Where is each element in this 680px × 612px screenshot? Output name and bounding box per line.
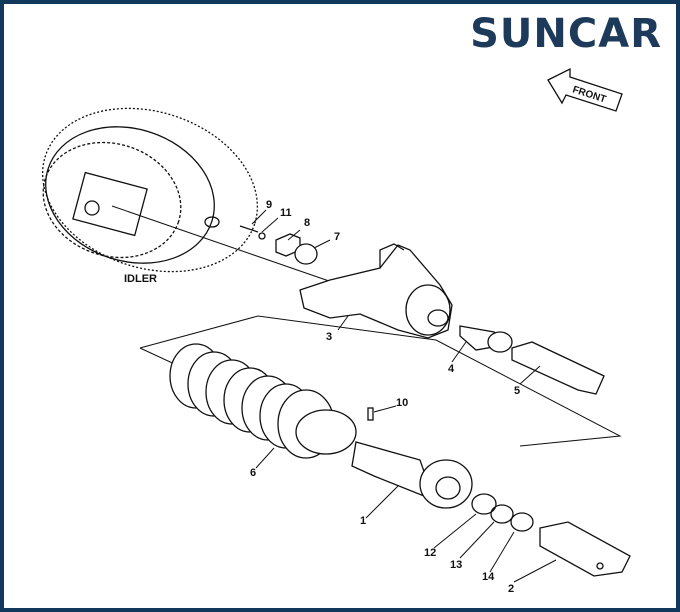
seal-13 — [490, 504, 514, 524]
suncar-logo: SUNCAR — [470, 11, 662, 57]
callout-8: 8 — [304, 217, 310, 229]
front-arrow-icon — [547, 67, 623, 112]
callout-2: 2 — [508, 583, 514, 595]
callout-10: 10 — [396, 397, 408, 409]
seal-12 — [471, 493, 497, 515]
bushing — [459, 325, 513, 353]
cylinder — [351, 441, 473, 509]
bracket-and-fasteners — [239, 225, 318, 265]
callout-14: 14 — [482, 571, 495, 583]
callout-11: 11 — [280, 207, 292, 219]
callout-12: 12 — [424, 547, 436, 559]
yoke — [299, 243, 453, 339]
callout-3: 3 — [326, 331, 332, 343]
pin — [511, 341, 605, 395]
callout-13: 13 — [450, 559, 462, 571]
callout-7: 7 — [334, 231, 340, 243]
callout-1: 1 — [360, 515, 366, 527]
callout-6: 6 — [250, 467, 256, 479]
callout-5: 5 — [514, 385, 520, 397]
seal-14 — [510, 512, 534, 532]
callout-9: 9 — [266, 199, 272, 211]
roll-pin — [367, 407, 374, 421]
idler-label: IDLER — [124, 273, 157, 285]
callout-4: 4 — [448, 363, 455, 375]
rod — [539, 521, 631, 577]
idler-wheel — [41, 107, 259, 273]
recoil-spring — [169, 343, 357, 459]
